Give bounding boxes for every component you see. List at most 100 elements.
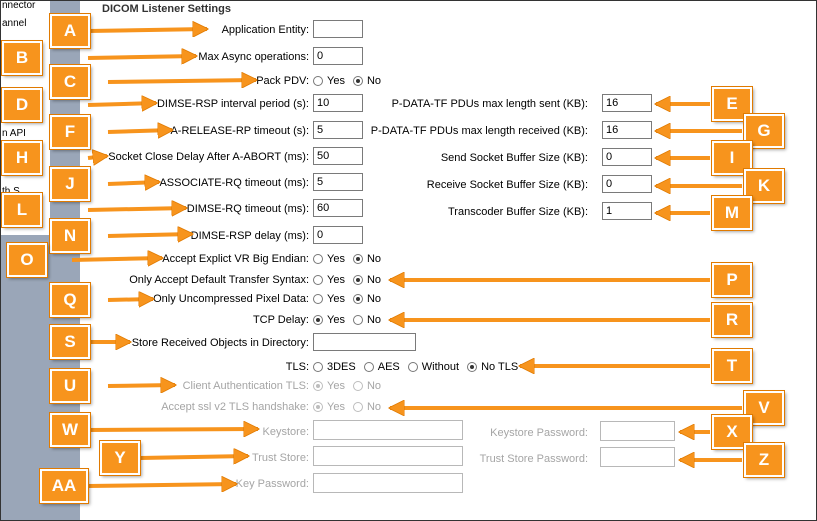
callout-v: V [744, 391, 784, 425]
radio-checked-icon [352, 76, 363, 86]
keystore-password-input[interactable] [600, 421, 675, 441]
callout-u: U [50, 369, 90, 403]
explicit-vr-no[interactable]: No [352, 253, 381, 265]
radio-icon [352, 381, 363, 391]
client-auth-label: Client Authentication TLS: [182, 380, 309, 392]
sidebar-item-connector[interactable]: nnector [2, 0, 36, 11]
tcp-delay-yes[interactable]: Yes [313, 314, 345, 326]
key-password-label: Key Password: [235, 478, 309, 490]
uncompressed-radio: Yes No [313, 293, 389, 305]
uncompressed-yes[interactable]: Yes [313, 293, 345, 305]
radio-icon [313, 254, 323, 264]
radio-icon [313, 362, 323, 372]
a-release-rp-label: A-RELEASE-RP timeout (s): [170, 125, 309, 137]
tls-label: TLS: [285, 361, 309, 373]
tls-aes[interactable]: AES [363, 361, 400, 373]
dimse-rq-label: DIMSE-RQ timeout (ms): [186, 203, 309, 215]
radio-checked-icon [352, 294, 363, 304]
pdata-sent-label: P-DATA-TF PDUs max length sent (KB): [391, 98, 588, 110]
associate-rq-input[interactable] [313, 173, 363, 191]
radio-icon [363, 362, 374, 372]
socket-close-delay-input[interactable] [313, 147, 363, 165]
send-buffer-input[interactable] [602, 148, 652, 166]
a-release-rp-input[interactable] [313, 121, 363, 139]
callout-x: X [712, 415, 752, 449]
callout-h: H [2, 141, 42, 175]
explicit-vr-radio: Yes No [313, 253, 389, 265]
tls-without[interactable]: Without [407, 361, 459, 373]
keystore-input[interactable] [313, 420, 463, 440]
receive-buffer-input[interactable] [602, 175, 652, 193]
default-ts-radio: Yes No [313, 274, 389, 286]
callout-s: S [50, 325, 90, 359]
transcoder-buffer-input[interactable] [602, 202, 652, 220]
tcp-delay-label: TCP Delay: [252, 314, 309, 326]
associate-rq-label: ASSOCIATE-RQ timeout (ms): [159, 177, 309, 189]
callout-aa: AA [40, 469, 88, 503]
tls-radio: 3DES AES Without No TLS [313, 361, 526, 373]
callout-q: Q [50, 283, 90, 317]
store-dir-input[interactable] [313, 333, 416, 351]
radio-icon [313, 76, 323, 86]
callout-r: R [712, 303, 752, 337]
client-auth-no[interactable]: No [352, 380, 381, 392]
trust-store-password-label: Trust Store Password: [479, 453, 588, 465]
client-auth-yes[interactable]: Yes [313, 380, 345, 392]
callout-d: D [2, 88, 42, 122]
sidebar-item-api[interactable]: n API [2, 128, 26, 139]
uncompressed-no[interactable]: No [352, 293, 381, 305]
radio-checked-icon [467, 362, 478, 372]
tls-no-tls[interactable]: No TLS [467, 361, 518, 373]
send-buffer-label: Send Socket Buffer Size (KB): [440, 152, 588, 164]
ssl-v2-label: Accept ssl v2 TLS handshake: [161, 401, 309, 413]
radio-icon [313, 294, 323, 304]
socket-close-delay-label: Socket Close Delay After A-ABORT (ms): [108, 151, 309, 163]
section-title: DICOM Listener Settings [102, 3, 231, 15]
radio-checked-icon [352, 254, 363, 264]
transcoder-buffer-label: Transcoder Buffer Size (KB): [448, 206, 588, 218]
client-auth-radio: Yes No [313, 380, 389, 392]
default-ts-no[interactable]: No [352, 274, 381, 286]
pdata-sent-input[interactable] [602, 94, 652, 112]
pdata-received-input[interactable] [602, 121, 652, 139]
default-ts-yes[interactable]: Yes [313, 274, 345, 286]
default-ts-label: Only Accept Default Transfer Syntax: [129, 274, 309, 286]
callout-a: A [50, 14, 90, 48]
ssl-v2-no[interactable]: No [352, 401, 381, 413]
key-password-input[interactable] [313, 473, 463, 493]
radio-icon [352, 315, 363, 325]
radio-checked-icon [313, 381, 323, 391]
pack-pdv-yes[interactable]: Yes [313, 75, 345, 87]
tls-3des[interactable]: 3DES [313, 361, 356, 373]
dimse-rsp-interval-input[interactable] [313, 94, 363, 112]
application-entity-input[interactable] [313, 20, 363, 38]
sidebar-item-channel[interactable]: annel [2, 18, 27, 29]
pack-pdv-radio: Yes No [313, 75, 389, 87]
callout-z: Z [744, 443, 784, 477]
ssl-v2-yes[interactable]: Yes [313, 401, 345, 413]
max-async-input[interactable] [313, 47, 363, 65]
dimse-rq-input[interactable] [313, 199, 363, 217]
sidebar-item-auth[interactable]: th S [2, 186, 20, 197]
store-dir-label: Store Received Objects in Directory: [131, 337, 309, 349]
tcp-delay-radio: Yes No [313, 314, 389, 326]
pack-pdv-no[interactable]: No [352, 75, 381, 87]
tcp-delay-no[interactable]: No [352, 314, 381, 326]
receive-buffer-label: Receive Socket Buffer Size (KB): [426, 179, 588, 191]
trust-store-password-input[interactable] [600, 447, 675, 467]
trust-store-input[interactable] [313, 446, 463, 466]
callout-l: L [2, 193, 42, 227]
callout-c: C [50, 65, 90, 99]
trust-store-label: Trust Store: [251, 452, 309, 464]
callout-t: T [712, 349, 752, 383]
callout-p: P [712, 263, 752, 297]
callout-b: B [2, 41, 42, 75]
callout-o: O [7, 243, 47, 277]
callout-n: N [50, 219, 90, 253]
application-entity-label: Application Entity: [221, 24, 309, 36]
explicit-vr-yes[interactable]: Yes [313, 253, 345, 265]
radio-icon [313, 275, 323, 285]
dimse-rsp-delay-input[interactable] [313, 226, 363, 244]
callout-m: M [712, 196, 752, 230]
